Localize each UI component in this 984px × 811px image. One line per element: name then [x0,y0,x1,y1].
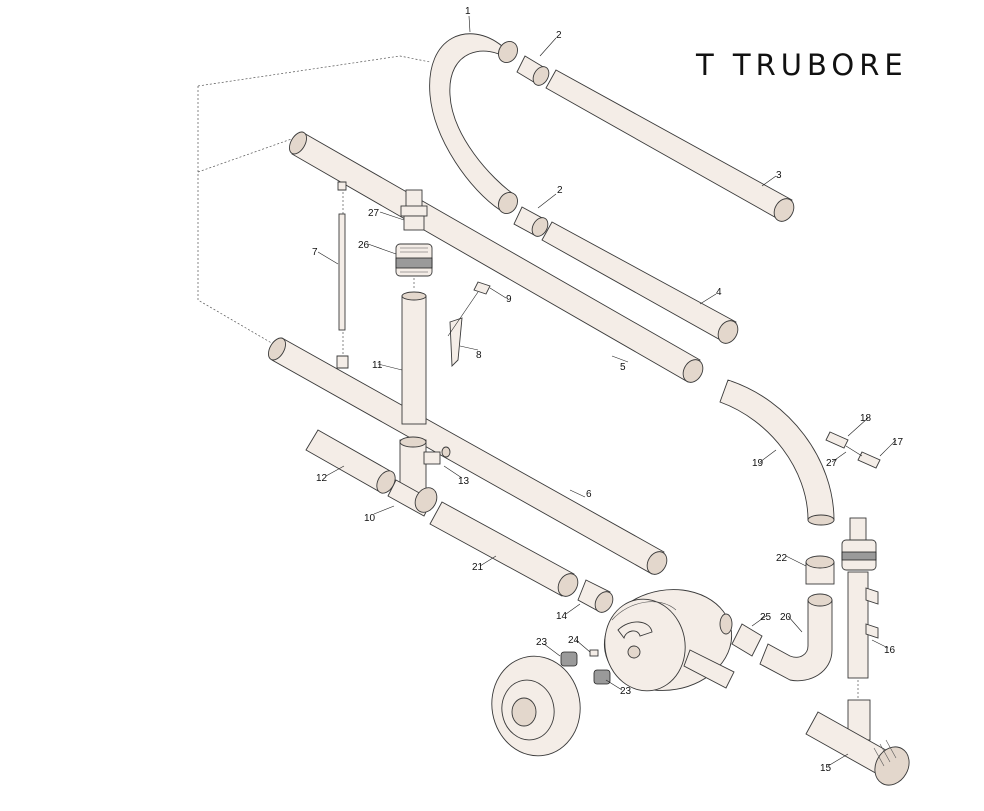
part-11-vertical-pipe [401,291,427,425]
part-24-screw [589,649,599,657]
part-2-coupling-top [516,55,550,86]
part-10-tee [387,436,438,517]
callout-12: 12 [316,473,328,484]
diagram-title: T TRUBORE [696,48,908,82]
part-1-u-bend [429,33,518,214]
part-27-valve-top [400,189,428,231]
face-plate [491,655,581,757]
callout-17: 17 [892,437,904,448]
pump-housing [603,589,735,692]
part-4-pipe [541,221,739,344]
part-22-coupling [805,555,835,585]
part-5-pipe [289,131,704,383]
callout-2-lower: 2 [557,185,563,196]
callout-4: 4 [716,287,722,298]
callout-24: 24 [568,635,580,646]
callout-23-b: 23 [620,686,632,697]
part-3-pipe [545,69,795,222]
part-8-plate [449,317,463,368]
callout-21: 21 [472,562,484,573]
part-12-pipe [305,429,396,494]
callout-13: 13 [458,476,470,487]
callout-1: 1 [465,6,471,17]
callout-labels: 1 2 2 3 4 5 6 7 8 9 10 11 12 13 14 15 16… [312,6,904,774]
callout-22: 22 [776,553,788,564]
callout-5: 5 [620,362,626,373]
callout-8: 8 [476,350,482,361]
callout-18: 18 [860,413,872,424]
callout-26: 26 [358,240,370,251]
part-17-fitting [845,445,881,469]
part-21-pipe [429,501,579,597]
part-23-cap-b [593,669,611,685]
part-7-rod [336,181,349,369]
callout-27-right: 27 [826,458,838,469]
callout-10: 10 [364,513,376,524]
callout-15: 15 [820,763,832,774]
callout-19: 19 [752,458,764,469]
callout-16: 16 [884,645,896,656]
callout-11: 11 [372,360,383,371]
callout-6: 6 [586,489,592,500]
part-16-valve [841,517,879,679]
part-2-coupling-lower [513,206,549,237]
callout-9: 9 [506,294,512,305]
part-15-tee [805,699,910,786]
part-26-union-nut [395,243,433,277]
callout-2-top: 2 [556,30,562,41]
leader-lines [317,15,897,767]
part-19-bend [719,379,835,526]
callout-14: 14 [556,611,568,622]
part-25-coupling [731,623,763,657]
part-13-fitting [423,446,451,465]
callout-3: 3 [776,170,782,181]
part-14-coupling [577,579,614,613]
part-18-fitting [825,431,849,449]
part-20-bend [759,593,833,682]
callout-20: 20 [780,612,792,623]
callout-23-a: 23 [536,637,548,648]
part-9-fitting [447,281,491,337]
callout-7: 7 [312,247,318,258]
callout-27-top: 27 [368,208,380,219]
part-23-cap-a [560,651,578,667]
part-6-pipe [268,337,668,575]
callout-25: 25 [760,612,772,623]
